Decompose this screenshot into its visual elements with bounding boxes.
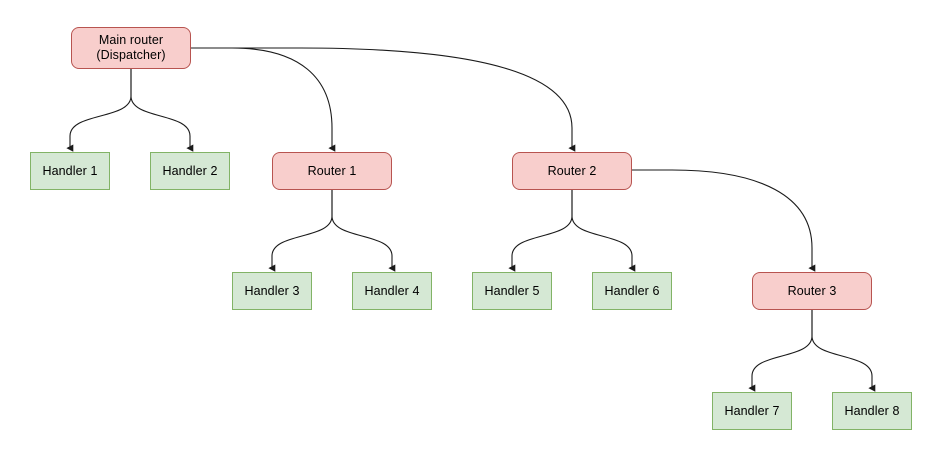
edge-router-2-to-handler-6 bbox=[571, 189, 636, 272]
node-handler-5[interactable]: Handler 5 bbox=[472, 272, 552, 310]
edge-main-router-to-handler-1 bbox=[66, 68, 132, 152]
edge-router-1-to-handler-3 bbox=[268, 189, 333, 272]
node-router-1[interactable]: Router 1 bbox=[272, 152, 392, 190]
edge-router-3-to-handler-7 bbox=[748, 309, 813, 392]
edge-router-1-to-handler-4 bbox=[331, 189, 396, 272]
node-router-2[interactable]: Router 2 bbox=[512, 152, 632, 190]
node-handler-7[interactable]: Handler 7 bbox=[712, 392, 792, 430]
edge-main-router-to-router-1 bbox=[190, 47, 336, 152]
edge-main-router-to-handler-2 bbox=[130, 68, 194, 152]
edge-router-2-to-handler-5 bbox=[508, 189, 573, 272]
node-handler-2[interactable]: Handler 2 bbox=[150, 152, 230, 190]
node-router-3[interactable]: Router 3 bbox=[752, 272, 872, 310]
node-handler-6[interactable]: Handler 6 bbox=[592, 272, 672, 310]
node-handler-8[interactable]: Handler 8 bbox=[832, 392, 912, 430]
edge-router-2-to-router-3 bbox=[631, 169, 816, 272]
edge-router-3-to-handler-8 bbox=[811, 309, 876, 392]
edge-main-router-to-router-2 bbox=[190, 47, 576, 152]
node-main-router[interactable]: Main router (Dispatcher) bbox=[71, 27, 191, 69]
node-handler-4[interactable]: Handler 4 bbox=[352, 272, 432, 310]
node-handler-3[interactable]: Handler 3 bbox=[232, 272, 312, 310]
node-handler-1[interactable]: Handler 1 bbox=[30, 152, 110, 190]
